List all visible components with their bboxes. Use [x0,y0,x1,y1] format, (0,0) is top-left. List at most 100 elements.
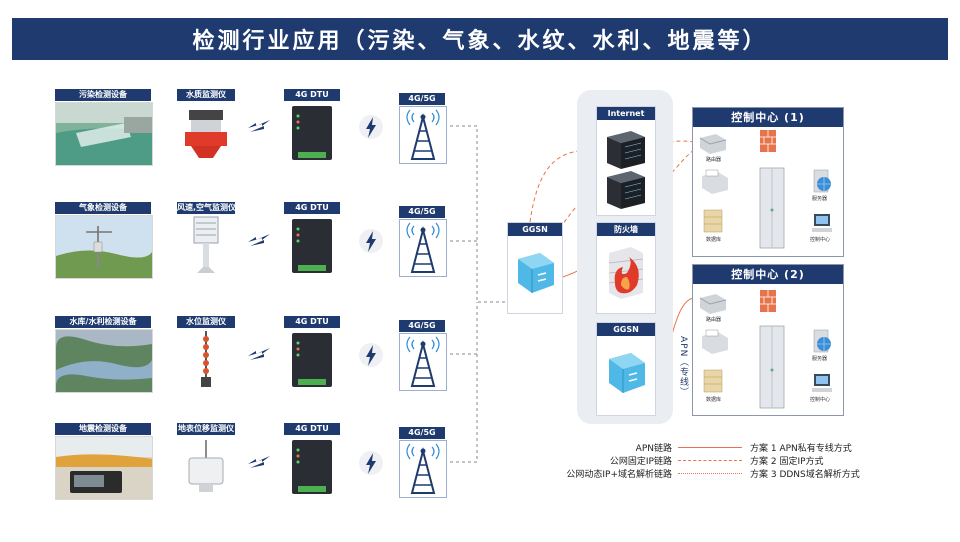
net-label-2: 4G/5G [399,206,445,218]
firewall-label: 防火墙 [597,223,655,236]
instrument-label-3: 水位监测仪 [177,316,235,328]
wireless-arrow-icon [246,344,272,364]
cell-tower-icon [406,443,440,494]
control-center-2-title: 控制中心 (2) [693,265,843,284]
tower-server-icon [759,325,785,409]
router-label-2: 路由器 [706,317,722,323]
apn-label: APN（专线） [678,336,688,398]
wind-air-meter [177,215,235,277]
page-title: 检测行业应用（污染、气象、水纹、水利、地震等） [12,18,948,60]
web-server-icon [813,329,831,353]
firewall-box: 防火墙 [596,222,656,314]
cell-tower-icon [406,222,440,273]
legend-line-solid [678,447,742,448]
device-label-2: 气象检测设备 [55,202,151,214]
dtu-device-4 [284,436,340,498]
signal-bolt-icon [358,114,384,140]
river-outfall-icon [56,103,152,165]
cell-tower-icon [406,109,440,160]
server-label-1: 服务器 [812,196,828,202]
server-label-2: 服务器 [812,356,828,362]
dtu-device-3 [284,329,340,391]
wireless-arrow-icon [246,116,272,136]
ggsn-switch-icon [609,353,645,393]
seismograph-case-icon [56,437,152,499]
net-label-3: 4G/5G [399,320,445,332]
legend-name-3: 公网动态IP+域名解析链路 [566,470,672,480]
dtu-icon [292,219,332,273]
dtu-label-1: 4G DTU [284,89,340,101]
web-server-icon [813,169,831,193]
brick-wall-icon [760,130,776,152]
computer-icon [812,214,832,232]
dtu-device-1 [284,102,340,164]
brick-wall-icon [760,290,776,312]
instrument-label-2: 风速,空气监测仪 [177,202,235,214]
seismic-photo [55,436,153,500]
database-icon [703,369,723,393]
server-rack-icon [607,131,645,209]
buoy-icon [185,110,227,158]
ggsn-left-box: GGSN [507,222,563,314]
gnss-receiver-icon [188,440,224,492]
weather-station-icon [56,216,152,278]
tower-1 [399,106,447,164]
internet-label: Internet [597,107,655,120]
instrument-label-1: 水质监测仪 [177,89,235,101]
dtu-icon [292,440,332,494]
database-label-1: 数据库 [706,237,722,243]
database-label-2: 数据库 [706,397,722,403]
device-label-3: 水库/水利检测设备 [55,316,151,328]
control-center-1-title: 控制中心 (1) [693,108,843,127]
client-label-2: 控制中心 [810,397,831,403]
firewall-icon [608,247,644,299]
legend-desc-1: 方案 1 APN私有专线方式 [750,444,852,454]
signal-bolt-icon [358,342,384,368]
net-label-4: 4G/5G [399,427,445,439]
displacement-meter [177,436,235,498]
pollution-photo [55,102,153,166]
ggsn-right-box: GGSN [596,322,656,416]
legend-line-dotted [678,473,742,474]
dtu-device-2 [284,215,340,277]
ggsn-right-label: GGSN [597,323,655,336]
tower-2 [399,219,447,277]
router-label-1: 路由器 [706,157,722,163]
router-icon [699,294,727,314]
signal-bolt-icon [358,228,384,254]
legend-name-2: 公网固定IP链路 [609,457,672,467]
legend-name-1: APN链路 [635,444,672,454]
dtu-label-3: 4G DTU [284,316,340,328]
computer-icon [812,374,832,392]
dtu-label-2: 4G DTU [284,202,340,214]
dtu-label-4: 4G DTU [284,423,340,435]
signal-bolt-icon [358,450,384,476]
reservoir-photo [55,329,153,393]
legend-desc-3: 方案 3 DDNS域名解析方式 [750,470,860,480]
printer-icon [702,329,728,354]
tower-server-icon [759,167,785,249]
instrument-label-4: 地表位移监测仪 [177,423,235,435]
ggsn-switch-icon [518,253,554,293]
dtu-icon [292,106,332,160]
dam-river-icon [56,330,152,392]
legend-line-dashed [678,460,742,461]
internet-box: Internet [596,106,656,216]
water-level-meter [177,329,235,391]
wireless-arrow-icon [246,452,272,472]
database-icon [703,209,723,233]
level-gauge-icon [201,331,211,387]
weather-photo [55,215,153,279]
cell-tower-icon [406,336,440,387]
tower-4 [399,440,447,498]
device-label-1: 污染检测设备 [55,89,151,101]
client-label-1: 控制中心 [810,237,831,243]
device-label-4: 地震检测设备 [55,423,151,435]
legend-desc-2: 方案 2 固定IP方式 [750,457,824,467]
ggsn-left-label: GGSN [508,223,562,236]
tower-3 [399,333,447,391]
air-monitor-icon [193,216,219,273]
net-label-1: 4G/5G [399,93,445,105]
